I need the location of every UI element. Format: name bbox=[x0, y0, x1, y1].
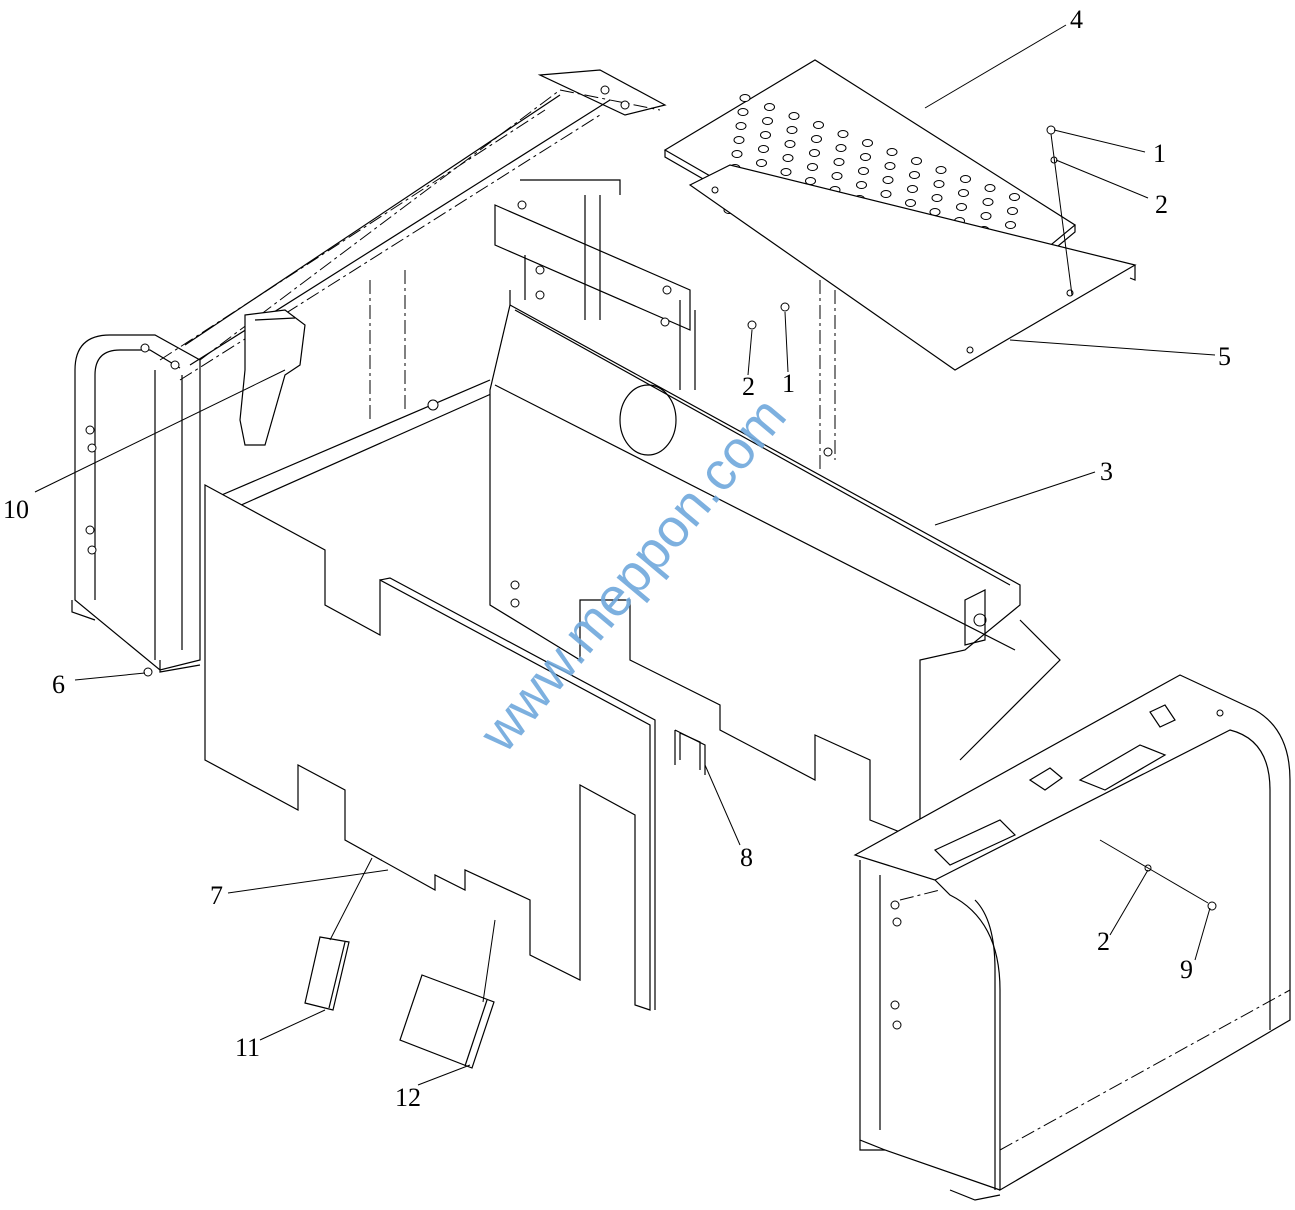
perforation-hole bbox=[831, 172, 843, 180]
perforation-hole bbox=[882, 176, 894, 184]
perforation-hole bbox=[780, 168, 792, 176]
perforation-hole bbox=[807, 163, 818, 171]
callout-9: 9 bbox=[1180, 955, 1193, 984]
perforation-hole bbox=[835, 144, 847, 152]
right-frame bbox=[853, 674, 1291, 1201]
perforation-hole bbox=[933, 180, 945, 188]
perforation-hole bbox=[907, 185, 918, 193]
perforation-hole bbox=[860, 153, 871, 161]
perforation-hole bbox=[837, 130, 849, 138]
perforation-hole bbox=[786, 126, 798, 134]
perforation-hole bbox=[758, 145, 769, 153]
perforation-hole bbox=[935, 166, 947, 174]
fasteners bbox=[143, 125, 1217, 911]
part-3-center-panel bbox=[489, 290, 1061, 841]
perforation-hole bbox=[884, 162, 896, 170]
perforation-hole bbox=[1007, 207, 1018, 215]
callout-2-right: 2 bbox=[1097, 927, 1110, 956]
part-10-bracket bbox=[239, 309, 306, 446]
perforation-hole bbox=[760, 131, 771, 139]
callout-1-top: 1 bbox=[1153, 139, 1166, 168]
perforation-hole bbox=[735, 122, 747, 130]
part-11-pad bbox=[304, 936, 350, 1011]
perforation-hole bbox=[911, 157, 922, 165]
callout-7: 7 bbox=[210, 881, 223, 910]
perforation-hole bbox=[856, 181, 867, 189]
perforation-hole bbox=[811, 135, 822, 143]
callout-10: 10 bbox=[3, 495, 29, 524]
part-8-clip bbox=[674, 729, 706, 775]
perforation-hole bbox=[984, 184, 996, 192]
perforation-hole bbox=[858, 167, 869, 175]
perforation-hole bbox=[886, 148, 898, 156]
callout-5: 5 bbox=[1218, 342, 1231, 371]
center-frame bbox=[209, 179, 836, 511]
callout-2-mid: 2 bbox=[742, 372, 755, 401]
part-7-front-panel bbox=[204, 483, 656, 1011]
perforation-hole bbox=[788, 112, 800, 120]
callout-2-top: 2 bbox=[1155, 190, 1168, 219]
perforation-hole bbox=[956, 203, 967, 211]
callout-11: 11 bbox=[235, 1033, 260, 1062]
perforation-hole bbox=[833, 158, 845, 166]
perforation-hole bbox=[905, 199, 916, 207]
perforation-hole bbox=[764, 103, 775, 111]
callout-6: 6 bbox=[52, 670, 65, 699]
leader-lines bbox=[34, 24, 1216, 1086]
callout-4: 4 bbox=[1070, 5, 1083, 34]
perforation-hole bbox=[739, 94, 751, 102]
perforation-hole bbox=[737, 108, 749, 116]
callout-3: 3 bbox=[1100, 457, 1113, 486]
perforation-hole bbox=[762, 117, 773, 125]
callouts: 4 1 2 5 2 1 3 10 6 8 7 2 9 11 12 bbox=[3, 5, 1231, 1112]
part-5-tray bbox=[688, 164, 1137, 371]
perforation-hole bbox=[1009, 193, 1020, 201]
perforation-hole bbox=[1005, 221, 1016, 229]
perforation-hole bbox=[733, 136, 745, 144]
perforation-hole bbox=[909, 171, 920, 179]
perforation-hole bbox=[958, 189, 969, 197]
perforation-hole bbox=[931, 194, 943, 202]
perforation-hole bbox=[813, 121, 824, 129]
perforation-hole bbox=[731, 150, 743, 158]
callout-1-mid: 1 bbox=[782, 369, 795, 398]
perforation-hole bbox=[809, 149, 820, 157]
callout-8: 8 bbox=[740, 843, 753, 872]
part-12-pad bbox=[399, 974, 495, 1069]
callout-12: 12 bbox=[395, 1083, 421, 1112]
perforation-hole bbox=[784, 140, 796, 148]
perforation-hole bbox=[982, 198, 994, 206]
perforation-hole bbox=[880, 190, 892, 198]
perforation-hole bbox=[960, 175, 971, 183]
perforation-hole bbox=[782, 154, 794, 162]
perforation-hole bbox=[862, 139, 873, 147]
perforation-hole bbox=[756, 159, 767, 167]
perforation-hole bbox=[980, 212, 992, 220]
